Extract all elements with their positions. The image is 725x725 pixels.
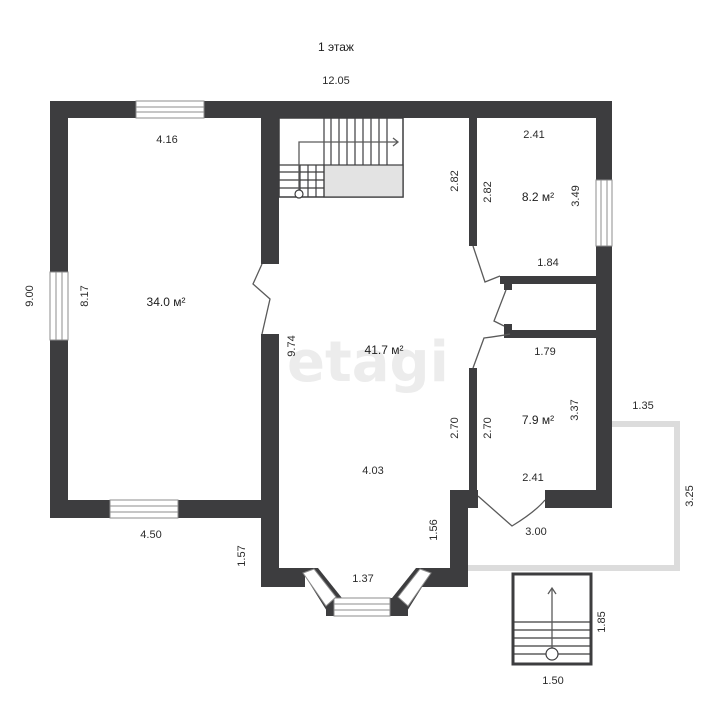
dim-big-room-top: 4.16 (156, 134, 177, 146)
dim-overall-width: 12.05 (322, 75, 350, 87)
dim-terrace-bottom: 3.00 (525, 526, 546, 538)
room-area-hall: 41.7 м² (365, 343, 404, 357)
dim-hall-bottom-center: 4.03 (362, 465, 383, 477)
dim-overall-height: 9.00 (24, 285, 36, 306)
dim-room2-bottom: 2.41 (522, 472, 543, 484)
room-area-room2: 7.9 м² (522, 413, 554, 427)
dim-room1-left: 2.82 (482, 181, 494, 202)
dim-room2-right: 3.37 (569, 399, 581, 420)
dim-room1-top: 2.41 (523, 129, 544, 141)
room-area-room1: 8.2 м² (522, 190, 554, 204)
dim-big-room-side: 8.17 (79, 285, 91, 306)
dim-bay-left: 1.57 (236, 545, 248, 566)
interior-staircase (278, 117, 404, 199)
dim-porch-height: 1.85 (596, 611, 608, 632)
watermark: etagi (287, 330, 449, 395)
dim-room1-right: 3.49 (570, 185, 582, 206)
dim-room2-top: 1.79 (534, 346, 555, 358)
dim-terrace-height: 3.25 (684, 485, 696, 506)
dim-room2-left-outer: 2.70 (449, 417, 461, 438)
dim-porch-width: 1.50 (542, 675, 563, 687)
terrace-outline (468, 421, 680, 571)
dim-hall-left: 9.74 (286, 335, 298, 356)
dim-bay-right: 1.56 (428, 519, 440, 540)
dim-terrace-width: 1.35 (632, 400, 653, 412)
dim-stair-right: 2.82 (449, 170, 461, 191)
dim-big-room-bottom: 4.50 (140, 529, 161, 541)
doors (252, 245, 546, 527)
porch-staircase (511, 572, 593, 666)
dim-room2-left: 2.70 (482, 417, 494, 438)
windows (49, 100, 613, 617)
dim-room1-bottom: 1.84 (537, 257, 558, 269)
dim-bay-width: 1.37 (352, 573, 373, 585)
floor-title: 1 этаж (318, 40, 354, 54)
room-area-living: 34.0 м² (147, 295, 186, 309)
